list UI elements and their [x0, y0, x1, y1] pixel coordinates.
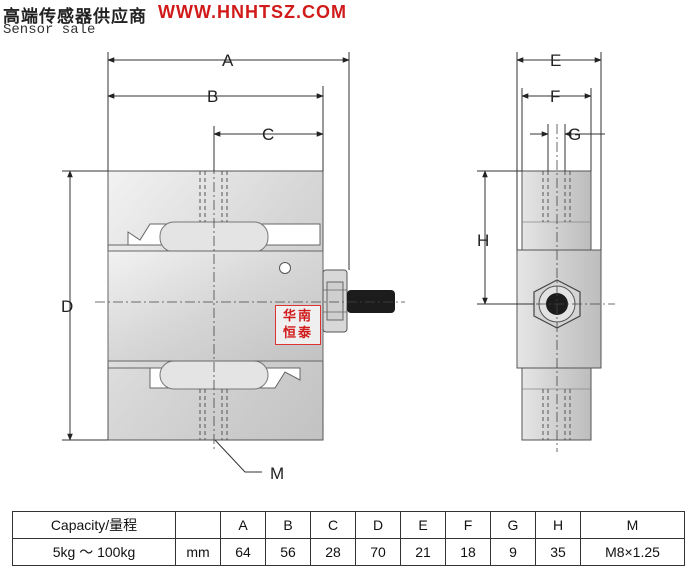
- table-cell: 5kg ～ 100kg: [12, 538, 176, 566]
- spec-table: Capacity/量程 A B C D E F G H M 5kg ～ 100k…: [12, 511, 685, 566]
- stamp-line-2: 恒泰: [282, 326, 313, 341]
- dim-label-m: M: [270, 464, 284, 483]
- table-header-cell: E: [400, 511, 446, 539]
- table-cell: 28: [310, 538, 356, 566]
- load-cell-drawing: A B C D M: [61, 51, 615, 483]
- table-header-cell: G: [490, 511, 536, 539]
- table-header-cell: F: [445, 511, 491, 539]
- dim-label-a: A: [222, 51, 234, 70]
- table-cell: 9: [490, 538, 536, 566]
- table-cell: 35: [535, 538, 581, 566]
- company-stamp: 华南 恒泰: [275, 305, 321, 345]
- table-cell: 21: [400, 538, 446, 566]
- table-header-cell: M: [580, 511, 685, 539]
- dim-label-g: G: [568, 125, 581, 144]
- dim-label-f: F: [550, 87, 560, 106]
- dim-label-c: C: [262, 125, 274, 144]
- table-cell: 64: [220, 538, 266, 566]
- dim-label-d: D: [61, 297, 73, 316]
- table-row: 5kg ～ 100kg mm 64 56 28 70 21 18 9 35 M8…: [12, 538, 685, 566]
- header-subtitle: Sensor sale: [3, 22, 96, 38]
- table-cell: M8×1.25: [580, 538, 685, 566]
- company-name: 高端传感器供应商: [3, 7, 147, 27]
- table-header-cell: A: [220, 511, 266, 539]
- dim-label-e: E: [550, 51, 561, 70]
- website-link[interactable]: WWW.HNHTSZ.COM: [158, 2, 347, 22]
- table-header-cell: D: [355, 511, 401, 539]
- table-header-row: Capacity/量程 A B C D E F G H M: [12, 511, 685, 539]
- table-cell: mm: [175, 538, 221, 566]
- dim-label-h: H: [477, 231, 489, 250]
- stamp-line-1: 华南: [282, 309, 313, 324]
- table-cell: 18: [445, 538, 491, 566]
- side-view: [500, 124, 615, 452]
- table-header-cell: Capacity/量程: [12, 511, 176, 539]
- table-cell: 70: [355, 538, 401, 566]
- dim-label-b: B: [207, 87, 218, 106]
- table-header-cell: B: [265, 511, 311, 539]
- table-header-cell: [175, 511, 221, 539]
- front-view: [95, 128, 405, 450]
- table-header-cell: C: [310, 511, 356, 539]
- table-header-cell: H: [535, 511, 581, 539]
- table-cell: 56: [265, 538, 311, 566]
